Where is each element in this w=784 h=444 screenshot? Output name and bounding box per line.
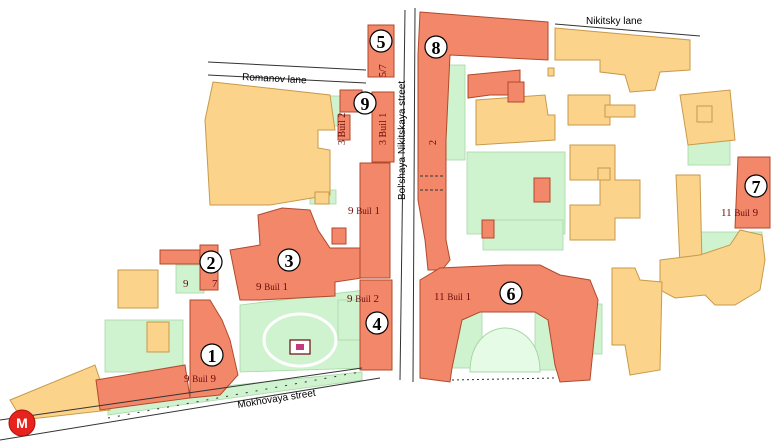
svg-text:3: 3 (285, 251, 294, 271)
svg-text:9 Buil 2: 9 Buil 2 (347, 293, 379, 305)
svg-text:2: 2 (428, 140, 439, 145)
svg-text:5: 5 (377, 32, 386, 52)
svg-text:M: M (16, 415, 28, 431)
svg-text:9: 9 (183, 278, 189, 290)
marker-8[interactable]: 8 (424, 35, 448, 59)
svg-text:5/7: 5/7 (378, 64, 389, 77)
marker-7[interactable]: 7 (744, 174, 768, 198)
marker-9[interactable]: 9 (353, 91, 377, 115)
marker-3[interactable]: 3 (277, 248, 301, 272)
marker-2[interactable]: 2 (199, 250, 223, 274)
svg-text:2: 2 (207, 253, 216, 273)
svg-text:9 Buil 1: 9 Buil 1 (256, 281, 288, 293)
address-labels: 9 Buil 9 9 7 9 Buil 1 9 Buil 1 9 Buil 2 … (183, 64, 759, 385)
svg-text:11 Buil 9: 11 Buil 9 (721, 207, 759, 219)
svg-text:11 Buil 1: 11 Buil 1 (434, 291, 471, 303)
street-label-nikitsky: Nikitsky lane (586, 16, 643, 27)
svg-text:3 Buil 1: 3 Buil 1 (378, 113, 389, 145)
marker-6[interactable]: 6 (499, 281, 523, 305)
svg-text:3 Buil 2: 3 Buil 2 (337, 113, 348, 145)
svg-text:4: 4 (373, 314, 382, 334)
svg-text:9 Buil 1: 9 Buil 1 (348, 205, 380, 217)
marker-1[interactable]: 1 (200, 343, 224, 367)
other-buildings (9, 27, 766, 421)
svg-text:8: 8 (432, 38, 441, 58)
metro-icon[interactable]: M (8, 409, 36, 437)
svg-text:9: 9 (361, 94, 370, 114)
marker-5[interactable]: 5 (369, 29, 393, 53)
svg-text:7: 7 (212, 278, 218, 290)
street-label-bolshaya-nikitskaya: Bol'shaya Nikitskaya street (397, 81, 408, 200)
svg-text:1: 1 (208, 346, 217, 366)
svg-text:9 Buil 9: 9 Buil 9 (184, 373, 217, 385)
svg-text:7: 7 (752, 177, 761, 197)
street-label-romanov: Romanov lane (242, 72, 307, 86)
svg-text:6: 6 (507, 284, 516, 304)
streets (0, 7, 701, 441)
marker-4[interactable]: 4 (365, 311, 389, 335)
